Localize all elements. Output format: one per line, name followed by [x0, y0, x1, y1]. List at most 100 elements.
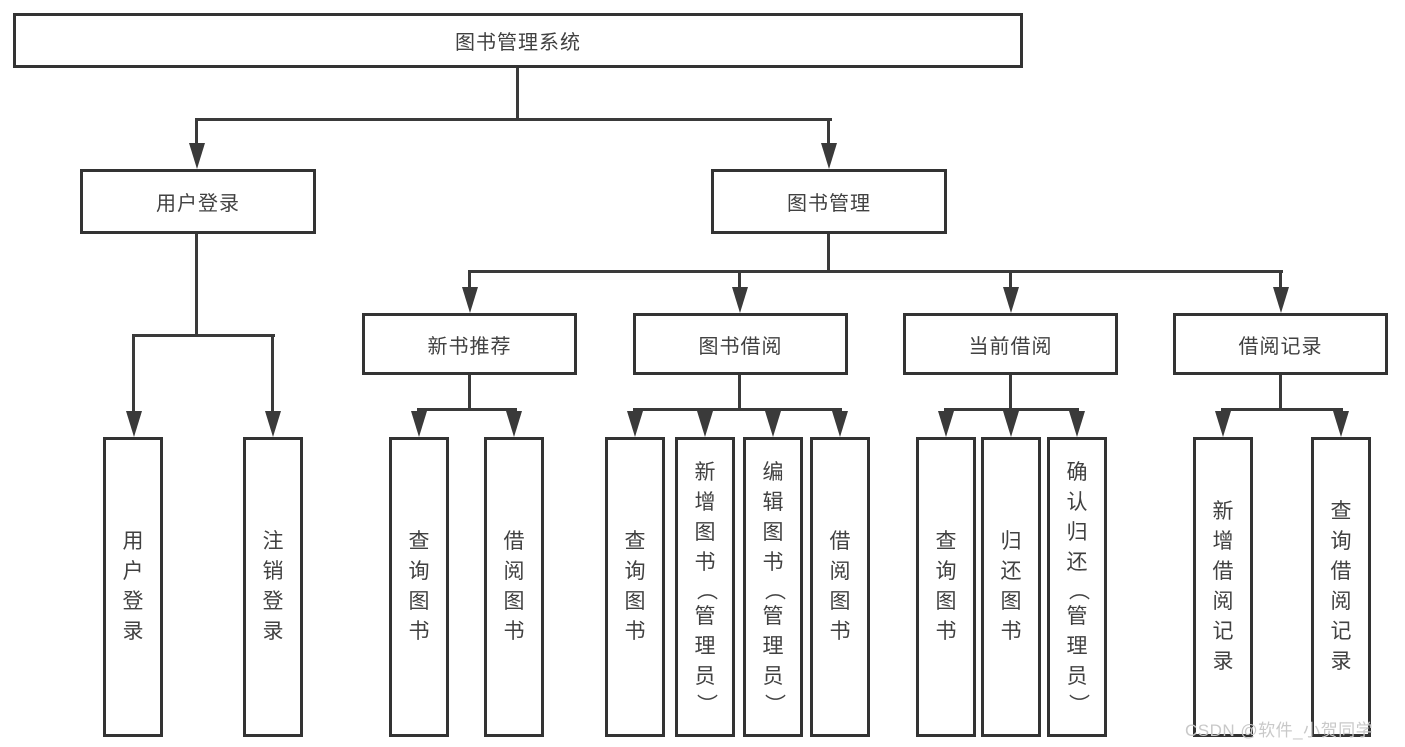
- vertical-char: （: [1066, 579, 1089, 601]
- vertical-char: 借: [1212, 560, 1234, 583]
- vertical-char: 编: [762, 461, 784, 484]
- node-label: 查询借阅记录: [1331, 497, 1352, 677]
- vertical-char: （: [762, 579, 785, 601]
- vertical-char: 用: [122, 530, 144, 553]
- vertical-char: 录: [1330, 650, 1352, 673]
- arrowhead-down-icon: [189, 143, 205, 169]
- vertical-char: 归: [1066, 521, 1088, 544]
- node-label: 借阅记录: [1238, 335, 1323, 358]
- vertical-char: 书: [408, 620, 430, 643]
- connector-line: [271, 334, 274, 413]
- vertical-char: 书: [503, 620, 525, 643]
- arrowhead-down-icon: [938, 411, 954, 437]
- vertical-char: 询: [408, 560, 430, 583]
- node-label: 图书借阅: [698, 335, 783, 358]
- arrowhead-down-icon: [765, 411, 781, 437]
- leaf-borrow-books-recommend: 借阅图书: [484, 437, 544, 737]
- connector-line: [468, 375, 471, 411]
- vertical-char: 理: [694, 635, 716, 658]
- vertical-char: 书: [1000, 620, 1022, 643]
- vertical-char: 图: [624, 590, 646, 613]
- vertical-char: 图: [829, 590, 851, 613]
- connector-line: [827, 118, 830, 145]
- vertical-char: 员: [1066, 665, 1088, 688]
- vertical-char: 销: [262, 560, 284, 583]
- vertical-char: 员: [694, 665, 716, 688]
- leaf-borrow-books: 借阅图书: [810, 437, 870, 737]
- vertical-char: 认: [1066, 491, 1088, 514]
- vertical-char: 注: [262, 530, 284, 553]
- leaf-user-login: 用户登录: [103, 437, 163, 737]
- arrowhead-down-icon: [697, 411, 713, 437]
- node-book-management: 图书管理: [711, 169, 947, 234]
- vertical-char: 增: [694, 491, 716, 514]
- connector-line: [1009, 375, 1012, 411]
- vertical-char: 理: [762, 635, 784, 658]
- leaf-query-books-current: 查询图书: [916, 437, 976, 737]
- node-label: 归还图书: [1001, 527, 1022, 647]
- node-label: 当前借阅: [968, 335, 1053, 358]
- node-label: 注销登录: [263, 527, 284, 647]
- arrowhead-down-icon: [1215, 411, 1231, 437]
- vertical-char: 查: [1330, 500, 1352, 523]
- vertical-char: 询: [1330, 530, 1352, 553]
- connector-line: [1279, 375, 1282, 411]
- vertical-char: 还: [1000, 560, 1022, 583]
- connector-line: [827, 234, 830, 272]
- connector-line: [516, 68, 519, 118]
- vertical-char: 询: [624, 560, 646, 583]
- arrowhead-down-icon: [506, 411, 522, 437]
- csdn-watermark: CSDN @软件_小贺同学: [1185, 721, 1374, 740]
- node-label: 编辑图书（管理员）: [762, 458, 785, 716]
- leaf-add-books-admin: 新增图书（管理员）: [675, 437, 735, 737]
- vertical-char: ）: [762, 693, 785, 715]
- connector-line: [132, 334, 275, 337]
- vertical-char: 管: [762, 605, 784, 628]
- vertical-char: 查: [408, 530, 430, 553]
- vertical-char: 登: [262, 590, 284, 613]
- connector-line: [468, 270, 1283, 273]
- vertical-char: 借: [829, 530, 851, 553]
- node-label: 用户登录: [156, 193, 240, 215]
- node-label: 借阅图书: [830, 527, 851, 647]
- node-label: 用户登录: [123, 527, 144, 647]
- node-new-book-recommend: 新书推荐: [362, 313, 577, 375]
- vertical-char: 登: [122, 590, 144, 613]
- arrowhead-down-icon: [832, 411, 848, 437]
- vertical-char: 图: [1000, 590, 1022, 613]
- arrowhead-down-icon: [627, 411, 643, 437]
- leaf-query-borrow-record: 查询借阅记录: [1311, 437, 1371, 737]
- arrowhead-down-icon: [821, 143, 837, 169]
- vertical-char: 管: [1066, 605, 1088, 628]
- arrowhead-down-icon: [462, 287, 478, 313]
- connector-line: [633, 408, 842, 411]
- vertical-char: 图: [503, 590, 525, 613]
- arrowhead-down-icon: [126, 411, 142, 437]
- vertical-char: 管: [694, 605, 716, 628]
- connector-line: [195, 234, 198, 335]
- vertical-char: 查: [624, 530, 646, 553]
- vertical-char: 阅: [829, 560, 851, 583]
- vertical-char: 阅: [503, 560, 525, 583]
- vertical-char: 记: [1212, 620, 1234, 643]
- vertical-char: 图: [694, 521, 716, 544]
- arrowhead-down-icon: [265, 411, 281, 437]
- connector-line: [1009, 270, 1012, 290]
- node-label: 图书管理系统: [455, 32, 581, 54]
- vertical-char: 借: [503, 530, 525, 553]
- vertical-char: 还: [1066, 551, 1088, 574]
- leaf-add-borrow-record: 新增借阅记录: [1193, 437, 1253, 737]
- vertical-char: 书: [935, 620, 957, 643]
- connector-line: [468, 270, 471, 290]
- connector-line: [1279, 270, 1282, 290]
- vertical-char: ）: [694, 693, 717, 715]
- arrowhead-down-icon: [1069, 411, 1085, 437]
- leaf-return-books: 归还图书: [981, 437, 1041, 737]
- node-label: 查询图书: [409, 527, 430, 647]
- vertical-char: 录: [122, 620, 144, 643]
- vertical-char: 书: [762, 551, 784, 574]
- vertical-char: 书: [694, 551, 716, 574]
- vertical-char: 新: [694, 461, 716, 484]
- vertical-char: 书: [624, 620, 646, 643]
- connector-line: [738, 375, 741, 411]
